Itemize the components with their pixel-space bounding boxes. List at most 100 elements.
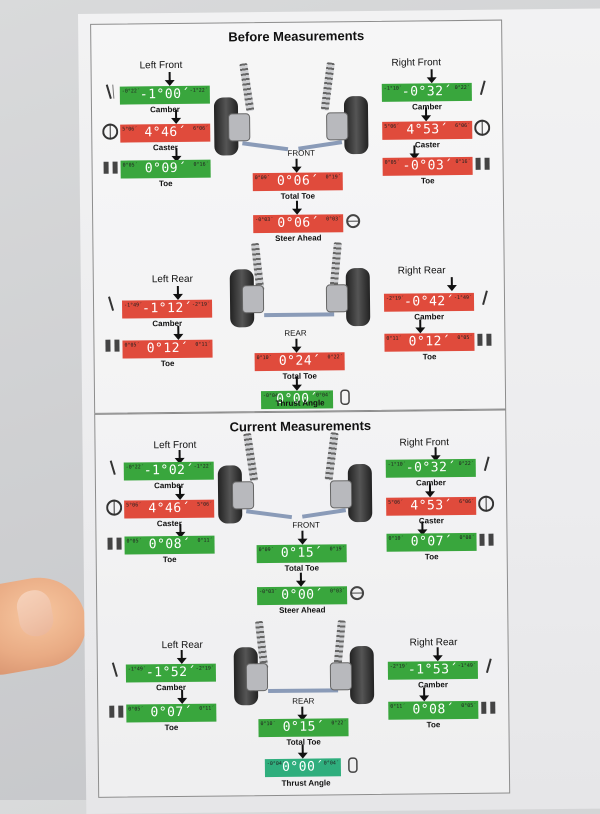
left-rear-camber-bar: -1°49´ -2°19´ -1°12´ — [122, 300, 212, 319]
left-front-caster-bar: 5°06´ 6°06´ 4°46´ — [120, 124, 210, 143]
camber-icon — [474, 79, 490, 97]
arrow-icon — [297, 573, 305, 587]
left-front-hub — [228, 113, 250, 141]
rear-label: REAR — [284, 329, 306, 338]
total-toe-value: 0°06´ — [253, 173, 343, 189]
right-rear-hub — [326, 284, 348, 312]
left-front-caster-bar: 5°06´ 5°06´ 4°46´ — [124, 500, 214, 519]
caster-caption: Caster — [124, 519, 214, 529]
left-front-toe-bar: 0°05´ 0°16´ 0°09´ — [121, 160, 211, 179]
left-front-strut — [243, 433, 258, 482]
camber-icon — [102, 83, 118, 101]
arrow-icon — [428, 69, 436, 83]
rear-axle-link — [268, 688, 338, 693]
steer-ahead-bar: -0°03´ 0°03´ 0°00´ — [257, 586, 347, 605]
arrow-icon — [172, 110, 180, 124]
total-toe-caption: Total Toe — [257, 563, 347, 573]
toe-icon — [103, 159, 119, 177]
toe-icon — [474, 155, 490, 173]
camber-icon — [104, 295, 120, 313]
toe-value: 0°08´ — [124, 537, 214, 553]
right-front-control-arm — [302, 508, 346, 519]
camber-caption: Camber — [126, 683, 216, 693]
toe-value: 0°12´ — [122, 341, 212, 357]
arrow-icon — [292, 339, 300, 353]
rear-total-toe-bar: 0°10´ 0°22´ 0°15´ — [258, 718, 348, 737]
steer-ahead-caption: Steer Ahead — [257, 605, 347, 615]
left-rear-label: Left Rear — [152, 274, 193, 285]
toe-icon — [108, 703, 124, 721]
arrow-icon — [416, 319, 424, 333]
arrow-icon — [178, 690, 186, 704]
panel-title: Current Measurements — [95, 417, 505, 436]
caster-value: 4°46´ — [120, 125, 210, 141]
toe-value: 0°09´ — [121, 161, 211, 177]
caster-value: 4°53´ — [386, 498, 476, 514]
arrow-icon — [448, 277, 456, 291]
arrow-icon — [422, 107, 430, 121]
caster-icon — [102, 123, 118, 141]
right-rear-toe-bar: 0°11´ 0°05´ 0°08´ — [388, 701, 478, 720]
camber-value: -1°53´ — [388, 662, 478, 678]
left-front-hub — [232, 481, 254, 509]
camber-icon — [478, 455, 494, 473]
printout-sheet: Before Measurements Left Front -0°22´ -1… — [78, 9, 600, 814]
thumbnail-nail — [14, 588, 55, 639]
total-toe-value: 0°24´ — [255, 353, 345, 369]
arrow-icon — [293, 377, 301, 391]
camber-value: -1°00´ — [120, 87, 210, 103]
camber-value: -0°32´ — [382, 84, 472, 100]
arrow-icon — [166, 72, 174, 86]
right-front-camber-bar: -1°10´ 0°22´ -0°32´ — [382, 83, 472, 102]
total-toe-value: 0°15´ — [258, 719, 348, 735]
arrow-icon — [298, 531, 306, 545]
arrow-icon — [293, 159, 301, 173]
camber-caption: Camber — [384, 312, 474, 322]
thumb — [0, 570, 93, 679]
left-front-control-arm — [242, 141, 288, 151]
thrust-angle-caption: Thrust Angle — [255, 398, 345, 408]
caster-value: 4°46´ — [124, 501, 214, 517]
thrust-angle-value: 0°00´ — [265, 759, 341, 775]
car-icon — [345, 756, 361, 774]
left-front-strut — [239, 63, 254, 112]
toe-caption: Toe — [385, 352, 475, 362]
right-rear-camber-bar: -2°19´ -1°49´ -0°42´ — [384, 293, 474, 312]
front-total-toe-bar: 0°09´ 0°19´ 0°15´ — [257, 544, 347, 563]
front-label: FRONT — [287, 149, 315, 158]
left-rear-hub — [246, 663, 268, 691]
camber-value: -1°02´ — [124, 463, 214, 479]
toe-value: 0°07´ — [126, 705, 216, 721]
arrow-icon — [174, 326, 182, 340]
right-front-strut — [321, 62, 335, 111]
arrow-icon — [434, 647, 442, 661]
camber-icon — [108, 661, 124, 679]
toe-value: 0°07´ — [386, 534, 476, 550]
right-front-toe-bar: 0°05´ 0°16´ -0°03´ — [383, 157, 473, 176]
camber-caption: Camber — [388, 680, 478, 690]
right-front-hub — [326, 112, 348, 140]
left-front-label: Left Front — [139, 60, 182, 71]
arrow-icon — [293, 201, 301, 215]
caster-caption: Caster — [382, 140, 472, 150]
rear-label: REAR — [292, 697, 314, 706]
caster-icon — [106, 499, 122, 517]
right-rear-hub — [330, 662, 352, 690]
caster-caption: Caster — [386, 516, 476, 526]
arrow-icon — [176, 486, 184, 500]
right-front-camber-bar: -1°10´ 0°22´ -0°32´ — [386, 459, 476, 478]
camber-value: -0°32´ — [386, 460, 476, 476]
rear-axle-link — [264, 312, 334, 317]
right-front-caster-bar: 5°06´ 6°06´ 4°53´ — [386, 497, 476, 516]
thrust-angle-caption: Thrust Angle — [261, 778, 351, 788]
toe-value: -0°03´ — [383, 158, 473, 174]
right-front-label: Right Front — [399, 437, 449, 449]
arrow-icon — [426, 483, 434, 497]
left-rear-toe-bar: 0°05´ 0°11´ 0°12´ — [122, 340, 212, 359]
toe-icon — [106, 535, 122, 553]
toe-value: 0°12´ — [384, 334, 474, 350]
toe-icon — [478, 531, 494, 549]
toe-icon — [480, 699, 496, 717]
arrow-icon — [174, 286, 182, 300]
left-front-camber-bar: -0°22´ -1°22´ -1°02´ — [124, 462, 214, 481]
